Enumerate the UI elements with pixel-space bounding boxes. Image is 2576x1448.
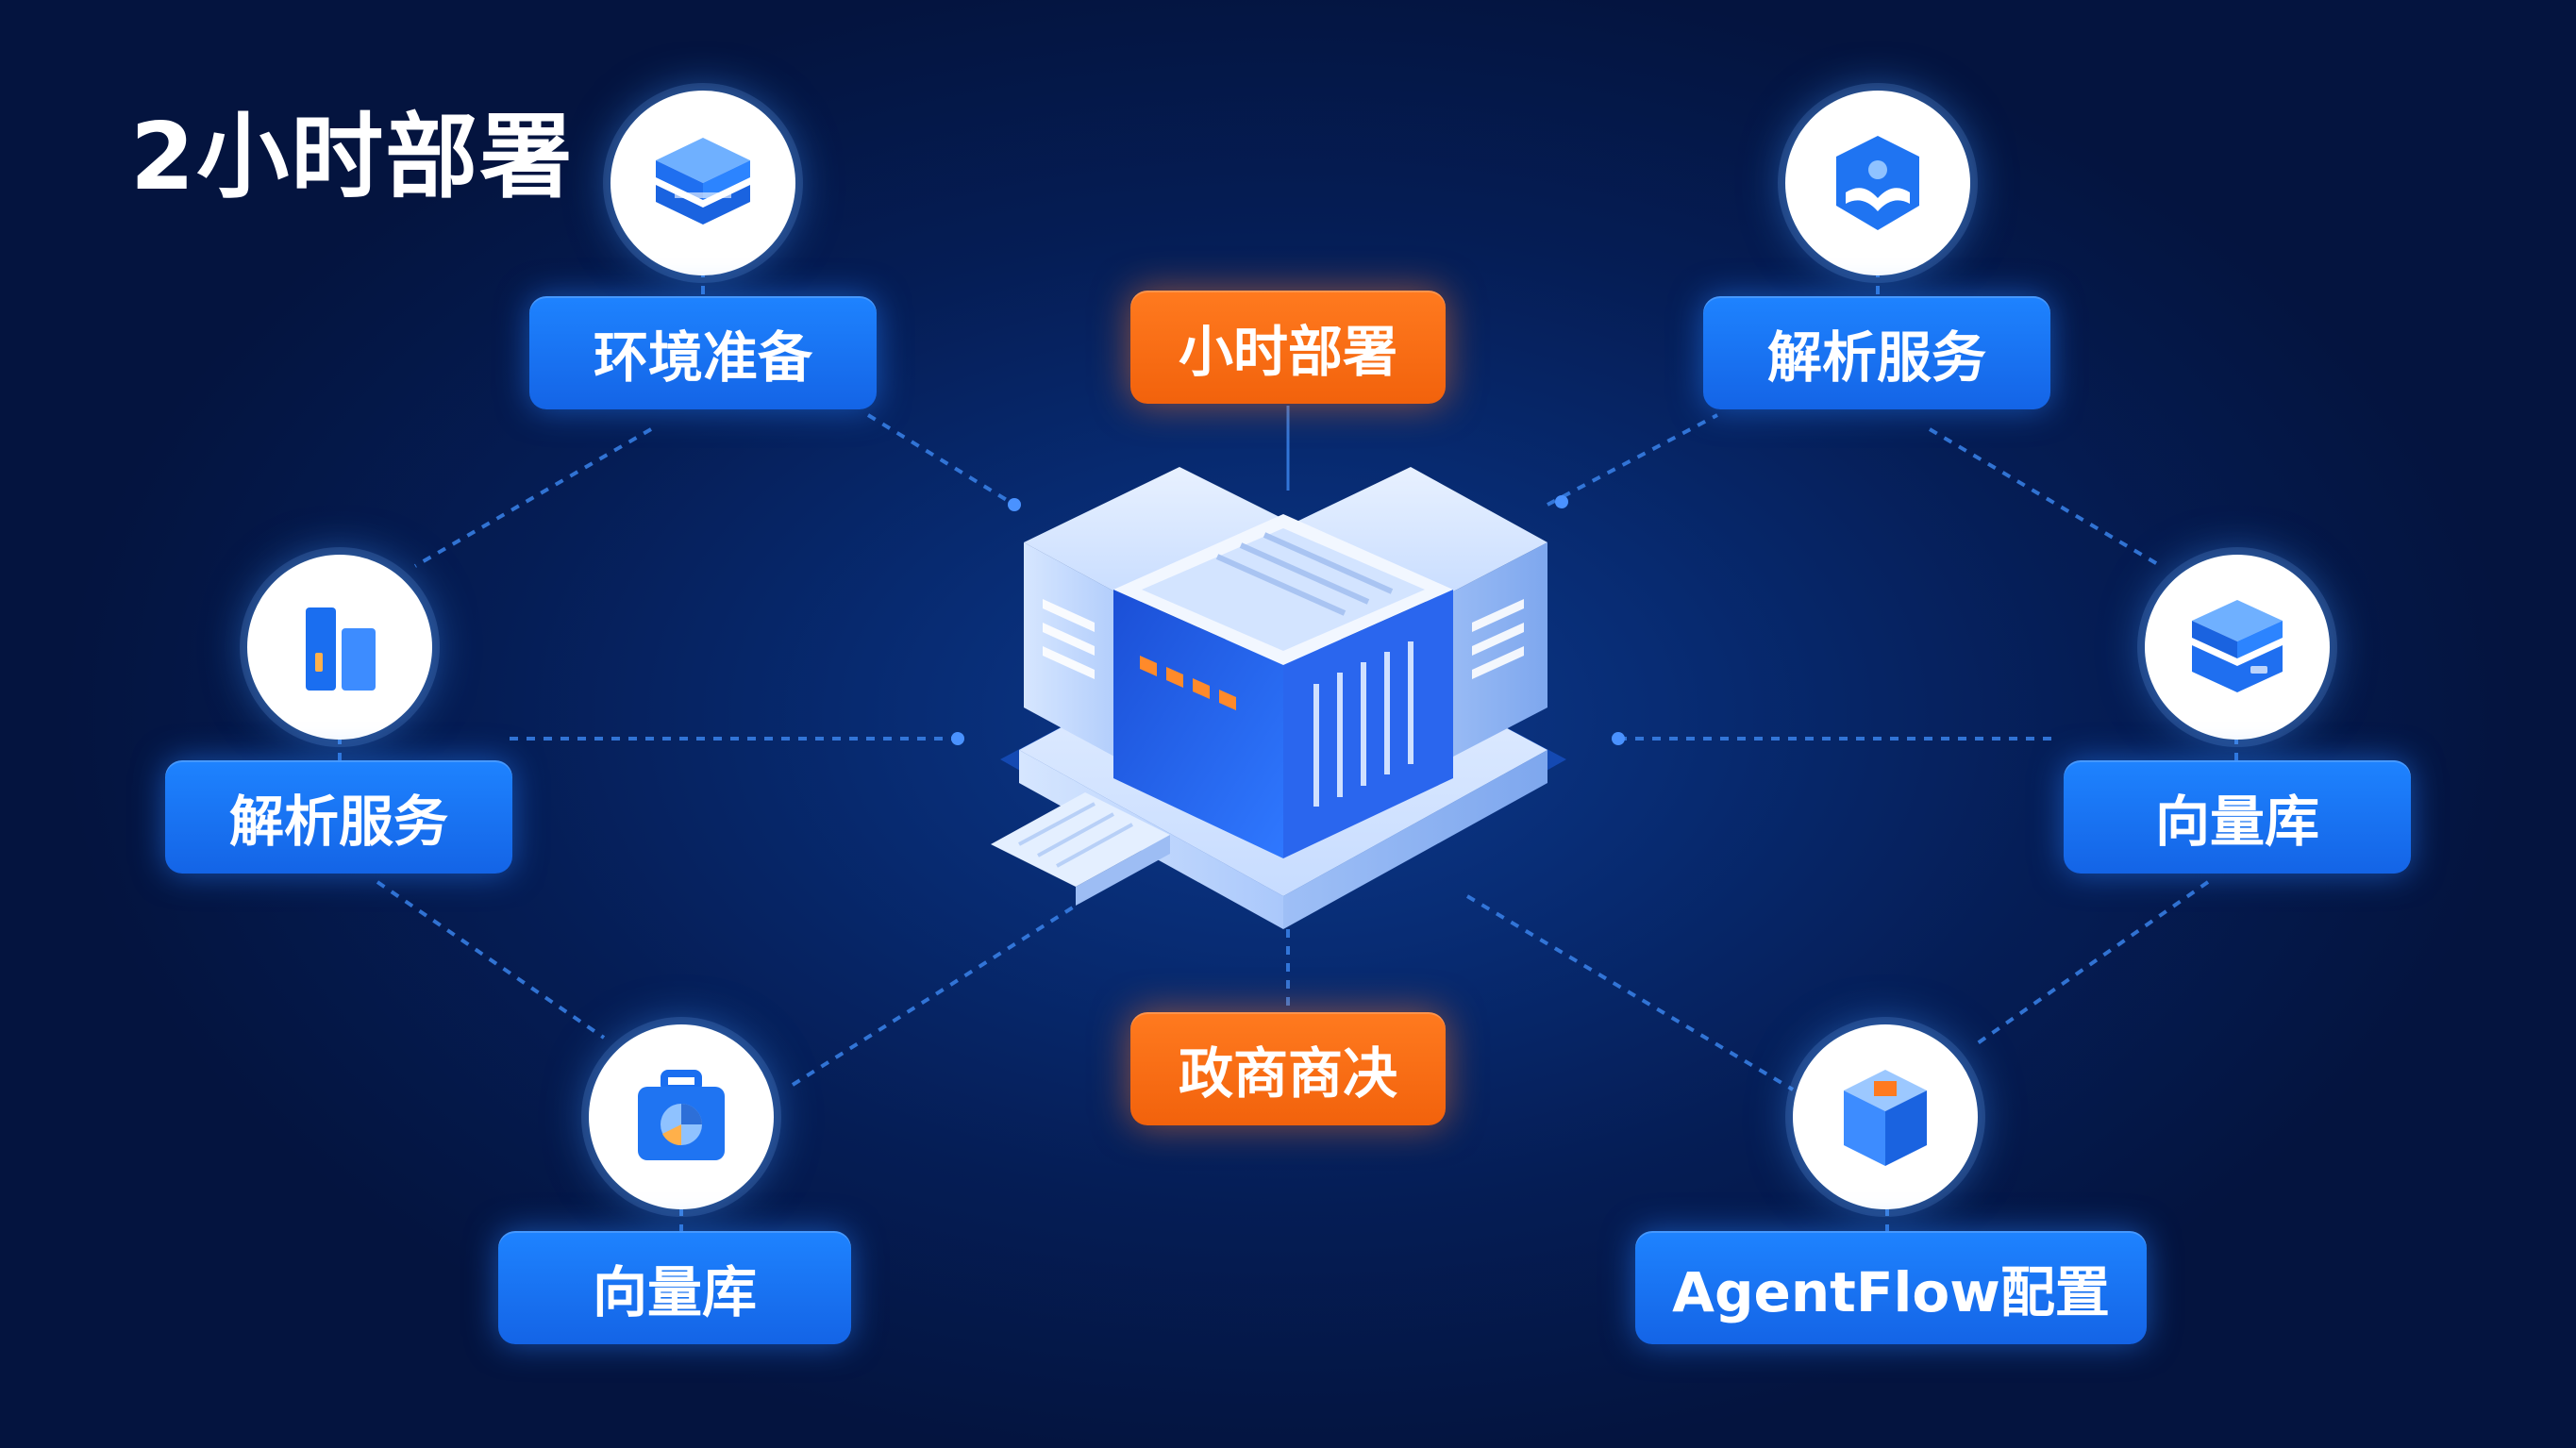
agentflow-label: AgentFlow配置 xyxy=(1635,1231,2147,1344)
vector-left-label: 向量库 xyxy=(498,1231,851,1344)
parse-right-icon-circle xyxy=(1785,91,1970,275)
shield-book-icon xyxy=(1836,136,1919,230)
env-prep-label: 环境准备 xyxy=(529,296,877,409)
vector-right-icon-circle xyxy=(2145,555,2330,740)
center-top-label: 小时部署 xyxy=(1130,291,1446,404)
env-prep-icon-circle xyxy=(611,91,795,275)
briefcase-icon xyxy=(638,1070,725,1160)
bar-chart-icon xyxy=(306,607,376,691)
cube-icon xyxy=(1844,1070,1927,1166)
server-building-illustration xyxy=(981,429,1595,957)
database-box-icon xyxy=(2192,600,2283,692)
vector-right-label: 向量库 xyxy=(2064,760,2411,874)
parse-left-icon-circle xyxy=(247,555,432,740)
page-title: 2小时部署 xyxy=(130,104,575,211)
center-bottom-label: 政商商决 xyxy=(1130,1012,1446,1125)
parse-right-label: 解析服务 xyxy=(1703,296,2050,409)
layers-icon xyxy=(656,138,750,225)
parse-left-label: 解析服务 xyxy=(165,760,512,874)
vector-left-icon-circle xyxy=(589,1024,774,1209)
agentflow-icon-circle xyxy=(1793,1024,1978,1209)
